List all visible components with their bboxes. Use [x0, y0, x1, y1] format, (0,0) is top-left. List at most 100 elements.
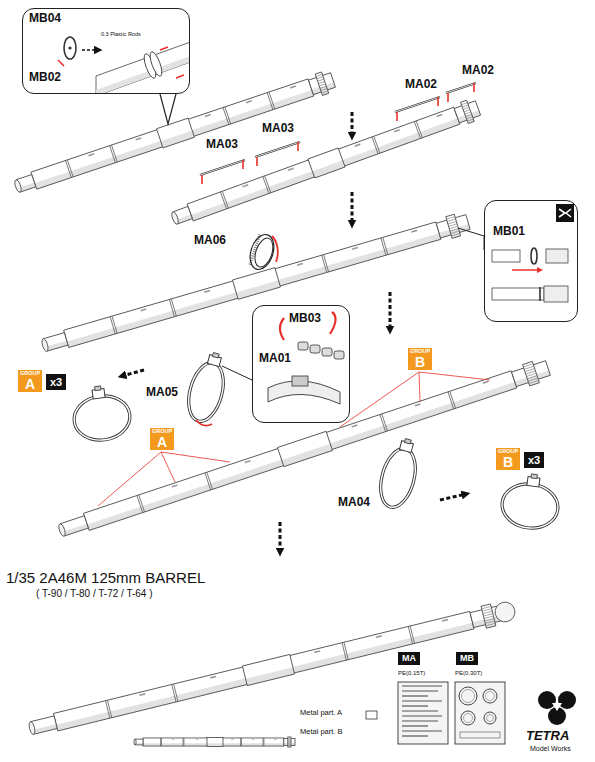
- group-letter: B: [503, 455, 513, 469]
- sleeve-latch: [354, 143, 360, 147]
- barrel-outline: [523, 361, 540, 386]
- sleeve-latch: [415, 403, 421, 406]
- mb01-ring: [531, 248, 537, 264]
- muzzle-face: [41, 338, 49, 352]
- sleeve-latch: [314, 650, 320, 653]
- sleeve-latch: [394, 129, 400, 133]
- sleeve-latch: [290, 85, 296, 88]
- barrel-section: [315, 72, 328, 95]
- ma04-clamp: [375, 435, 424, 511]
- ring-teeth: [466, 117, 472, 119]
- barrel-section: [288, 737, 291, 747]
- pe-strip: [255, 142, 300, 157]
- pe-fret-part: [402, 730, 442, 731]
- pe-fret-part: [462, 690, 475, 703]
- ring-hatch: [255, 242, 258, 244]
- ring-teeth: [527, 376, 537, 379]
- ring-teeth: [461, 103, 467, 105]
- ring-teeth: [465, 112, 471, 114]
- sleeve-seam: [112, 316, 117, 333]
- barrel-outline: [309, 73, 336, 95]
- detail-inset: MB01: [484, 200, 578, 322]
- barrel-section: [481, 604, 496, 628]
- mb04-part: [64, 37, 76, 59]
- muzzle-face: [58, 523, 67, 537]
- group-badge: GROUPB: [496, 448, 520, 470]
- pe-strip: [446, 83, 476, 93]
- pe-fret-ma: [398, 682, 448, 744]
- attach-mark: [201, 175, 203, 184]
- ring-teeth: [524, 366, 534, 369]
- barrel-outline: [157, 118, 195, 148]
- logo-circle: [558, 691, 576, 709]
- ring-teeth: [462, 105, 468, 107]
- ring-hatch: [256, 240, 259, 242]
- pe-fret-part: [402, 685, 442, 686]
- sleeve-latch: [140, 308, 146, 311]
- barrel-shade: [288, 744, 291, 748]
- sleeve-latch: [274, 738, 277, 740]
- pe-fret-part: [459, 687, 477, 705]
- sleeve-latch: [288, 168, 294, 172]
- step-arrow: [82, 49, 98, 51]
- pe-fret-part: [483, 689, 497, 703]
- clamp-band: [499, 480, 561, 531]
- pe-fret-part: [461, 711, 475, 725]
- callout-number: MB03: [289, 312, 321, 325]
- pe-fret-part: [464, 714, 473, 723]
- barrel-outline: [461, 100, 475, 123]
- callout-number: MA: [402, 654, 416, 663]
- barrel-shade: [246, 667, 295, 685]
- buckle-body: [292, 376, 308, 386]
- sleeve-seam: [172, 684, 176, 701]
- callout-number: x3: [528, 455, 540, 466]
- part-number: MA03: [262, 122, 294, 135]
- part-number: MA04: [338, 496, 370, 509]
- ring-teeth: [288, 739, 291, 740]
- barrel-section: [446, 214, 461, 238]
- pe-strip: [255, 142, 300, 157]
- ring-teeth: [322, 91, 328, 93]
- part-number: MA06: [194, 234, 226, 247]
- barrel-section: [512, 361, 551, 387]
- ring-teeth: [449, 224, 457, 226]
- ring-teeth: [319, 84, 325, 86]
- pe-strip: [200, 160, 245, 175]
- ma06-ring: [246, 231, 278, 272]
- barrel-shade: [207, 743, 223, 746]
- sleeve-seam: [374, 136, 380, 153]
- ring-teeth: [288, 745, 291, 746]
- attach-mark: [58, 60, 64, 66]
- callout-number: MB: [460, 654, 474, 663]
- inset-ground: [252, 305, 350, 423]
- clamp-buckle: [404, 439, 411, 444]
- ring-teeth: [288, 744, 291, 745]
- logo-mark: [552, 703, 562, 711]
- detail-tube: [492, 288, 544, 300]
- ring-hatch: [258, 234, 261, 236]
- sleeve-seam: [107, 700, 111, 717]
- sleeve-seam: [410, 626, 414, 643]
- barrel-outline: [31, 79, 314, 189]
- ring-teeth: [320, 86, 326, 88]
- group-a-clamp: [70, 382, 133, 443]
- pe-fret-part: [402, 715, 442, 716]
- callout-number: 0.3 Plastic Rods: [101, 31, 141, 37]
- attach-mark: [447, 93, 449, 102]
- pe-strip: [200, 160, 245, 175]
- clamp-band: [71, 392, 133, 443]
- attach-mark: [419, 372, 490, 380]
- sleeve-latch: [246, 100, 252, 103]
- ring-teeth: [523, 364, 533, 367]
- step-arrow: [351, 192, 354, 224]
- detail-inset: MB03MA01: [252, 305, 350, 423]
- ring-teeth: [318, 81, 324, 83]
- ring-teeth: [317, 77, 323, 79]
- clamp-band: [183, 359, 229, 425]
- barrel-outline: [436, 215, 470, 238]
- label-box: MB: [456, 652, 478, 665]
- ring-teeth: [447, 219, 455, 221]
- attach-mark: [272, 236, 278, 262]
- sleeve-seam: [263, 738, 264, 746]
- sleeve-latch: [242, 184, 248, 188]
